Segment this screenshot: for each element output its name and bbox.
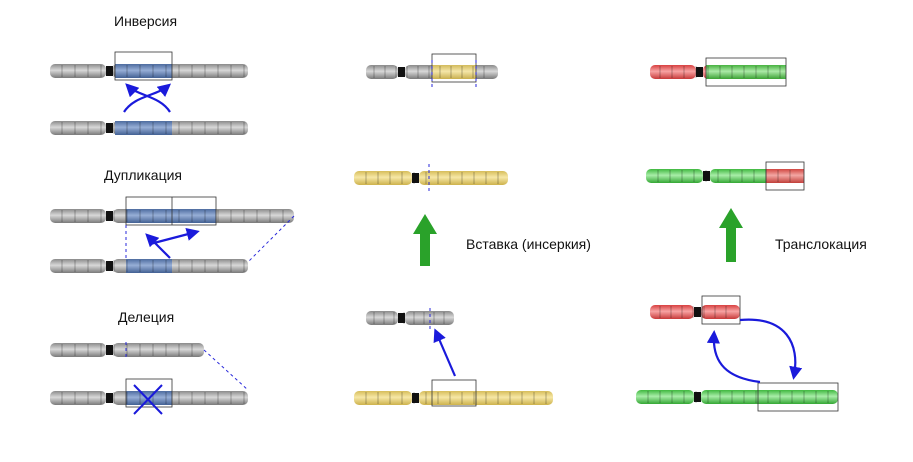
- translocation-arrow-down: [739, 318, 803, 380]
- translocation-source-green-arm-p: [636, 390, 694, 404]
- deletion-chromosome-top-centromere: [106, 345, 113, 355]
- duplication-chromosome-bottom-segment: [126, 259, 172, 273]
- insertion-result-chromosome-arm-p: [366, 65, 398, 79]
- insertion-arrow: [433, 328, 457, 377]
- duplication-chromosome-top-segment: [126, 209, 216, 223]
- translocation-green-arrow: [719, 208, 743, 262]
- deletion-chromosome-top-arm-q: [113, 343, 204, 357]
- duplication-guide-right: [247, 215, 295, 263]
- duplication-chromosome-bottom-arm-p: [50, 259, 106, 273]
- translocation-result-bottom-arm-p: [646, 169, 703, 183]
- deletion-region-box: [125, 378, 173, 408]
- duplication-region-box: [125, 196, 217, 226]
- insertion-result-chromosome-segment: [432, 65, 476, 79]
- translocation-result-top-segment: [706, 65, 786, 79]
- inversion-arrow-left: [125, 83, 171, 113]
- deletion-guide-right: [203, 349, 249, 391]
- insertion-source-chromosome-centromere: [412, 393, 419, 403]
- inversion-arrow-right: [123, 83, 172, 113]
- inversion-chromosome-top-arm-p: [50, 64, 106, 78]
- duplication-chromosome-bottom-centromere: [106, 261, 113, 271]
- duplication-chromosome-top-arm-p: [50, 209, 106, 223]
- inversion-chromosome-bottom-arm-p: [50, 121, 106, 135]
- translocation-result-top-centromere: [696, 67, 703, 77]
- duplication-chromosome-top-centromere: [106, 211, 113, 221]
- inversion-chromosome-top-segment: [115, 64, 172, 78]
- translocation-source-green-arm-q: [701, 390, 838, 404]
- deletion-chromosome-top-arm-p: [50, 343, 106, 357]
- translocation-result-bottom-segment: [766, 169, 804, 183]
- insertion-green-arrow: [413, 214, 437, 266]
- translocation-result-bottom-centromere: [703, 171, 710, 181]
- translocation-source-red-arm-q: [701, 305, 740, 319]
- inversion-label: Инверсия: [114, 13, 178, 29]
- inversion-region-box: [114, 51, 173, 81]
- translocation-label: Транслокация: [775, 236, 867, 252]
- translocation-result-bottom-box: [765, 161, 805, 191]
- translocation-arrow-up: [706, 330, 761, 384]
- deletion-chromosome-bottom-arm-p: [50, 391, 106, 405]
- inversion-chromosome-top-centromere: [106, 66, 113, 76]
- duplication-arrow-1: [145, 233, 171, 259]
- insertion-result-chromosome-centromere: [398, 67, 405, 77]
- insertion-host-chromosome-arm-q: [419, 171, 508, 185]
- deletion-cross-line-2: [133, 384, 163, 415]
- translocation-result-top-arm-p: [650, 65, 696, 79]
- translocation-source-red-centromere: [694, 307, 701, 317]
- insertion-label: Вставка (инсеркия): [466, 236, 591, 252]
- deletion-chromosome-bottom-centromere: [106, 393, 113, 403]
- insertion-host-chromosome-centromere: [412, 173, 419, 183]
- deletion-label: Делеция: [118, 309, 175, 325]
- inversion-chromosome-bottom-segment: [115, 121, 172, 135]
- translocation-result-top-box: [705, 57, 787, 87]
- insertion-source-chromosome-arm-p: [354, 391, 412, 405]
- insertion-source-box: [431, 379, 477, 407]
- duplication-label: Дупликация: [104, 167, 182, 183]
- translocation-source-green-centromere: [694, 392, 701, 402]
- translocation-source-green-box: [757, 382, 839, 412]
- insertion-donor-chromosome-arm-p: [366, 311, 398, 325]
- duplication-arrow-2: [149, 227, 200, 246]
- translocation-source-red-box: [701, 295, 741, 325]
- inversion-chromosome-bottom-centromere: [106, 123, 113, 133]
- insertion-donor-chromosome-centromere: [398, 313, 405, 323]
- insertion-donor-chromosome-arm-q: [405, 311, 454, 325]
- insertion-source-chromosome-arm-q: [419, 391, 553, 405]
- translocation-source-red-arm-p: [650, 305, 694, 319]
- insertion-host-chromosome-arm-p: [354, 171, 412, 185]
